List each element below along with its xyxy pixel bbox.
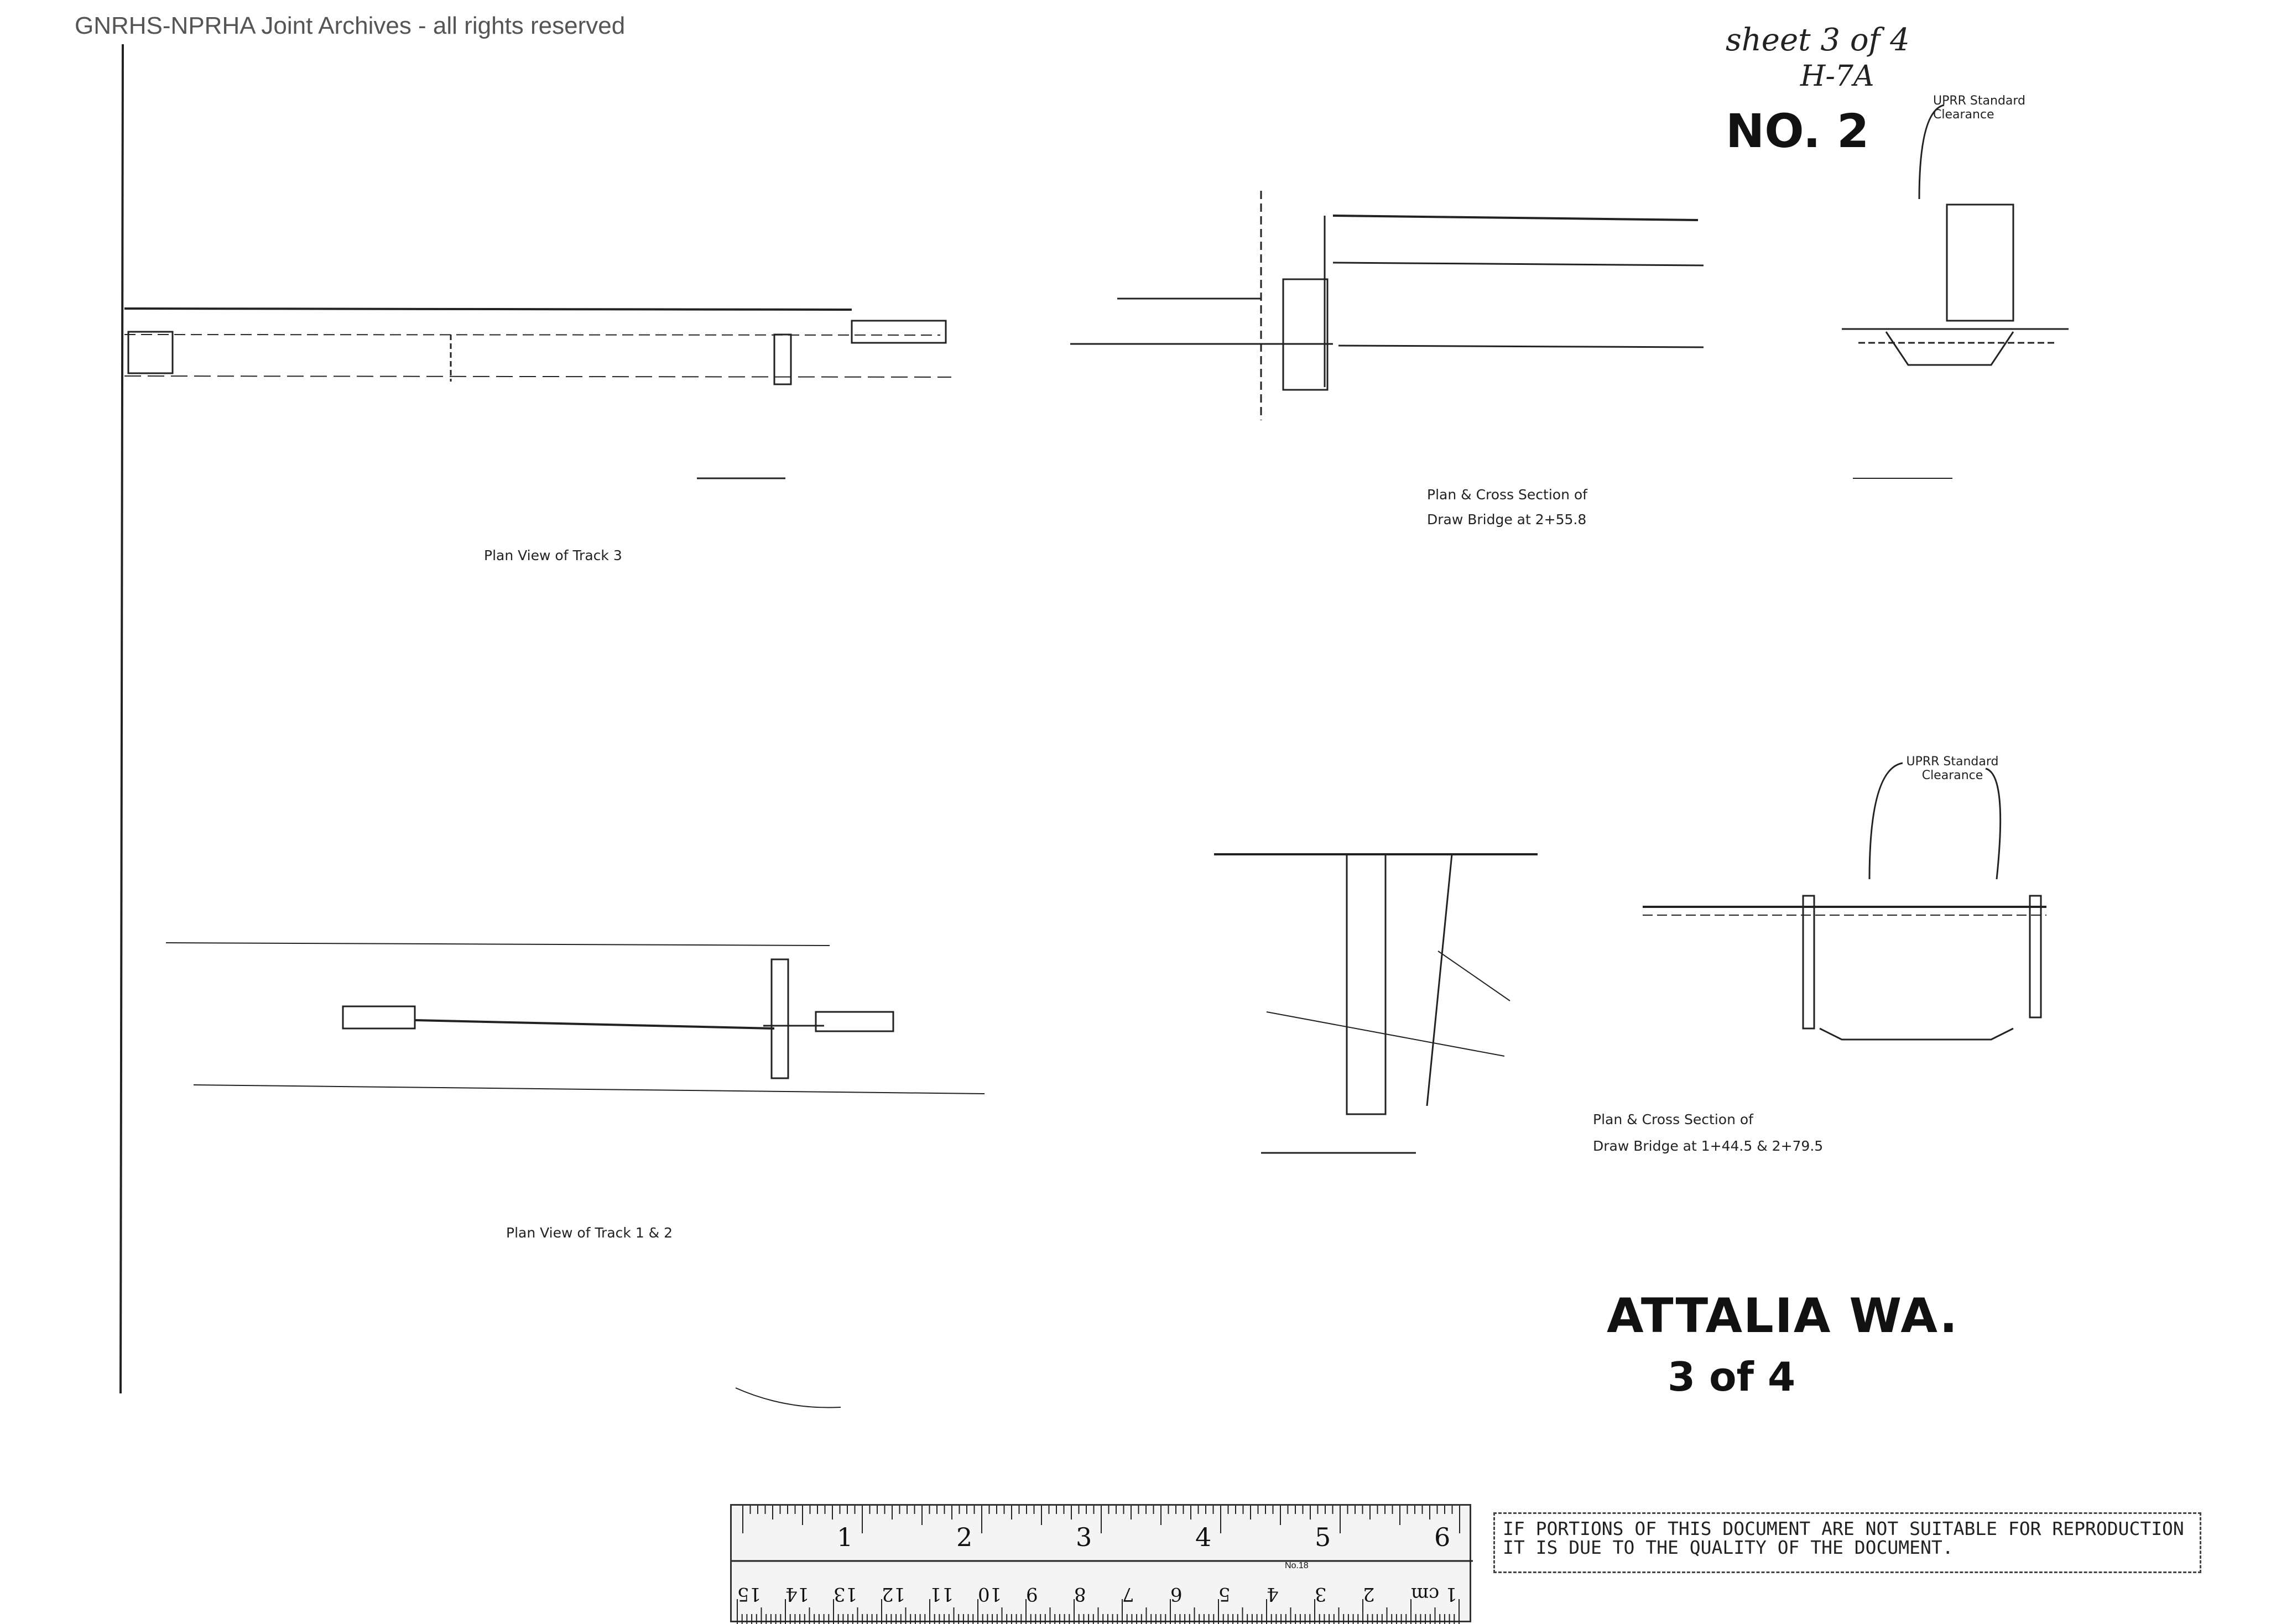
ruler-inch-label: 5 <box>1315 1522 1331 1552</box>
sheet-count: 3 of 4 <box>1668 1354 1796 1400</box>
ruler-inch-label: 1 <box>837 1522 853 1552</box>
sheet-note: sheet 3 of 4 <box>1726 22 1910 58</box>
ruler-cm-label: 5 <box>1218 1583 1231 1605</box>
ruler-inch-label: 3 <box>1076 1522 1092 1552</box>
label-plan-track12: Plan View of Track 1 & 2 <box>506 1225 673 1241</box>
label-bridge-bottom-line2: Draw Bridge at 1+44.5 & 2+79.5 <box>1593 1138 1824 1154</box>
ruler-cm-label: 7 <box>1122 1583 1134 1605</box>
label-bridge-top-line1: Plan & Cross Section of <box>1427 487 1587 503</box>
ruler-cm-label: 11 <box>930 1583 954 1605</box>
location-title: ATTALIA WA. <box>1607 1288 1959 1344</box>
drawing-number: NO. 2 <box>1726 104 1869 158</box>
ruler-cm-labels: 15 14 13 12 11 10 9 8 7 6 5 4 3 2 1 cm <box>732 1583 1473 1616</box>
ruler-cm-label: 2 <box>1363 1583 1375 1605</box>
label-plan-track3: Plan View of Track 3 <box>484 547 622 563</box>
label-bridge-top-line2: Draw Bridge at 2+55.8 <box>1427 511 1587 528</box>
ruler-inch-label: 6 <box>1434 1522 1451 1552</box>
ruler-cm-label: 12 <box>882 1583 906 1605</box>
quality-notice: IF PORTIONS OF THIS DOCUMENT ARE NOT SUI… <box>1493 1512 2201 1573</box>
ruler-inch-label: 2 <box>956 1522 973 1552</box>
ruler-cm-label: 13 <box>834 1583 858 1605</box>
ruler-cm-label: 4 <box>1267 1583 1279 1605</box>
ruler-cm-label: 3 <box>1315 1583 1327 1605</box>
ruler-inch-labels: 1 2 3 4 5 6 <box>732 1522 1473 1555</box>
ruler-cm-label: 6 <box>1170 1583 1183 1605</box>
ruler-cm-label: 9 <box>1026 1583 1038 1605</box>
ruler-cm-label: 10 <box>978 1583 1002 1605</box>
label-clearance-top: UPRR Standard Clearance <box>1933 94 2026 122</box>
ruler-mark: No.18 <box>1285 1561 1309 1570</box>
ruler-cm-label: 1 cm <box>1411 1583 1457 1605</box>
label-clearance-bottom: UPRR Standard Clearance <box>1906 755 1999 782</box>
archive-watermark: GNRHS-NPRHA Joint Archives - all rights … <box>75 12 626 39</box>
ruler-cm-label: 14 <box>785 1583 810 1605</box>
ruler-cm-label: 15 <box>737 1583 762 1605</box>
label-bridge-bottom-line1: Plan & Cross Section of <box>1593 1111 1753 1127</box>
ruler-cm-label: 8 <box>1074 1583 1086 1605</box>
ruler-inch-label: 4 <box>1195 1522 1212 1552</box>
drawing-id: H-7A <box>1800 60 1874 93</box>
